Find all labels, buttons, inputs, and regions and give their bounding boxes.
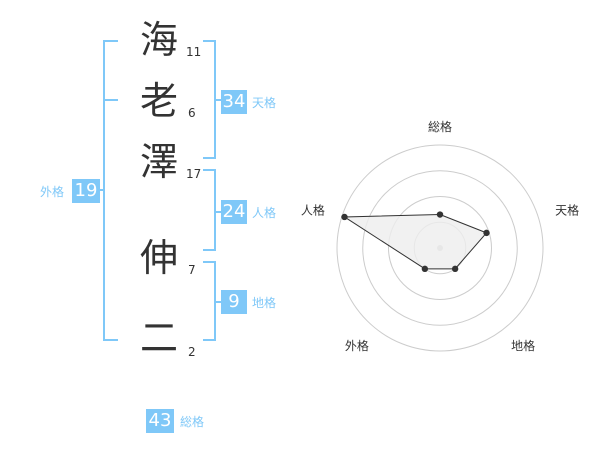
chikaku-label: 地格 xyxy=(252,296,277,310)
jinkaku-bracket xyxy=(203,169,216,251)
soukaku-label: 総格 xyxy=(180,415,205,429)
name-char-1: 海 xyxy=(139,18,178,62)
name-char-3: 澤 xyxy=(139,140,178,184)
radar-ring xyxy=(388,196,492,300)
gaikaku-value-badge: 19 xyxy=(72,179,100,203)
radar-axis-label: 地格 xyxy=(511,338,535,353)
stroke-count-1: 11 xyxy=(186,45,202,59)
radar-axis-label: 人格 xyxy=(301,203,325,218)
radar-axis-label: 外格 xyxy=(345,338,369,353)
name-char-5: 二 xyxy=(139,316,178,360)
radar-point xyxy=(421,265,429,273)
radar-point xyxy=(451,265,459,273)
tenkaku-value-badge: 34 xyxy=(221,90,247,114)
jinkaku-value-badge: 24 xyxy=(221,200,247,224)
soukaku-value-badge: 43 xyxy=(146,409,174,433)
radar-ring xyxy=(336,144,544,352)
chikaku-value-badge: 9 xyxy=(221,290,247,314)
jinkaku-label: 人格 xyxy=(252,206,277,220)
tenkaku-label: 天格 xyxy=(252,96,277,110)
radar-axis-label: 総格 xyxy=(428,119,452,134)
radar-series-polygon xyxy=(342,214,488,270)
stroke-count-3: 17 xyxy=(186,167,202,181)
stroke-count-5: 2 xyxy=(188,345,196,359)
gaikaku-label: 外格 xyxy=(40,185,65,199)
radar-point xyxy=(341,213,348,221)
name-char-2: 老 xyxy=(139,79,178,123)
radar-point xyxy=(483,229,490,237)
name-char-4: 伸 xyxy=(139,236,178,280)
radar-ring xyxy=(362,170,518,326)
stroke-count-4: 7 xyxy=(188,263,196,277)
radar-axis-label: 天格 xyxy=(555,203,579,218)
stroke-count-2: 6 xyxy=(188,106,196,120)
radar-point xyxy=(436,211,444,218)
